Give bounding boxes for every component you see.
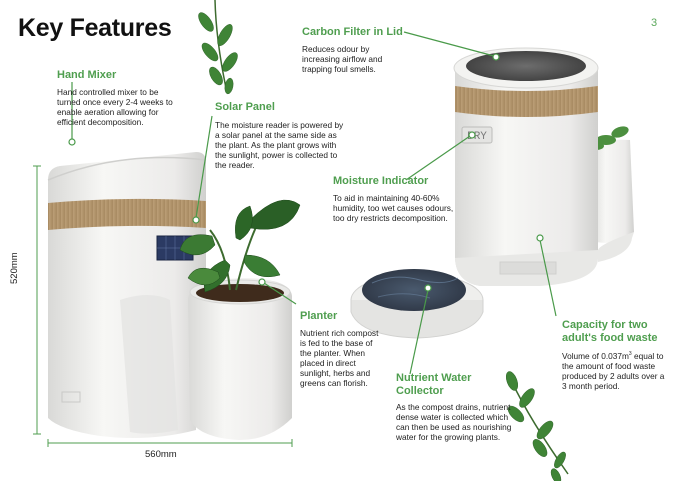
planter-body: Nutrient rich compost is fed to the base… xyxy=(300,328,379,388)
moisture-indicator-body: To aid in maintaining 40-60% humidity, t… xyxy=(333,193,454,223)
page-number: 3 xyxy=(651,17,658,29)
width-dimension-label: 560mm xyxy=(145,449,177,460)
sprig-bottom-right xyxy=(505,371,569,481)
leader-endpoints xyxy=(68,53,544,292)
carbon-filter-body: Reduces odour by increasing airflow and … xyxy=(302,44,383,74)
capacity-heading: Capacity for two adult's food waste xyxy=(562,319,658,344)
hanging-leaves-top xyxy=(198,0,238,95)
right-composter-render: DRY xyxy=(453,47,634,286)
moisture-indicator-heading: Moisture Indicator xyxy=(333,175,429,187)
page-title: Key Features xyxy=(18,14,172,42)
leader-lines xyxy=(71,31,557,375)
solar-panel-heading: Solar Panel xyxy=(215,101,275,113)
nutrient-water-body: As the compost drains, nutrient dense wa… xyxy=(396,402,512,442)
height-dimension-label: 520mm xyxy=(9,252,20,284)
solar-panel-body: The moisture reader is powered by a sola… xyxy=(215,120,344,170)
dimension-lines xyxy=(33,165,293,447)
hand-mixer-body: Hand controlled mixer to be turned once … xyxy=(57,87,173,127)
left-composter-render xyxy=(47,152,301,440)
capacity-body: Volume of 0.037m3 equal to the amount of… xyxy=(562,350,665,391)
planter-heading: Planter xyxy=(300,310,338,322)
hand-mixer-heading: Hand Mixer xyxy=(57,69,117,81)
carbon-filter-heading: Carbon Filter in Lid xyxy=(302,26,403,38)
nutrient-water-tray-render xyxy=(350,269,484,339)
nutrient-water-heading: Nutrient Water Collector xyxy=(396,372,472,397)
